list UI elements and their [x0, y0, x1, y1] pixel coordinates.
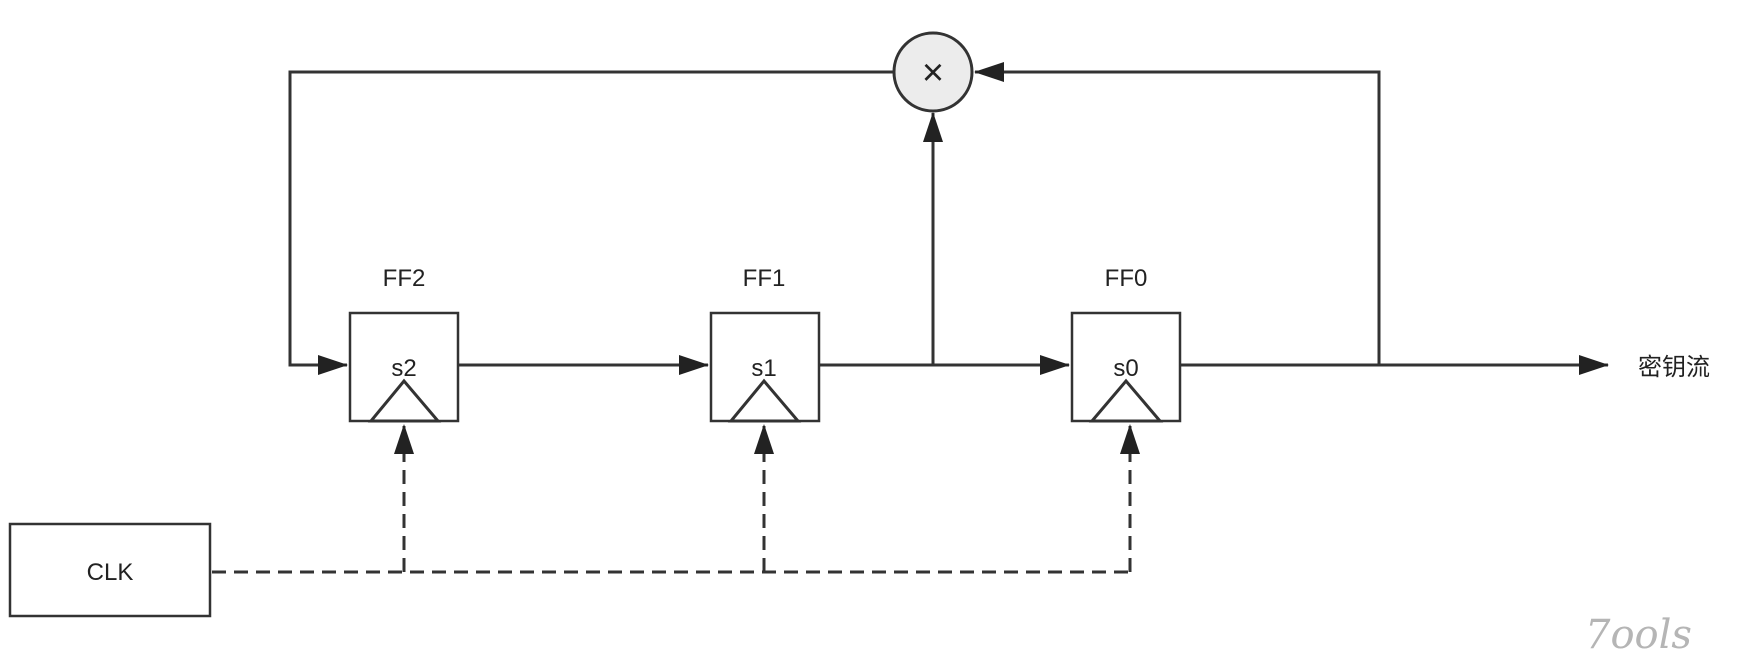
clock-label: CLK: [87, 559, 134, 586]
flipflop-ff0: FF0 s0: [1070, 265, 1182, 423]
ff2-state: s2: [391, 355, 416, 382]
flipflop-ff1: FF1 s1: [709, 265, 821, 423]
ff0-state: s0: [1113, 355, 1138, 382]
watermark-logo: 7ools: [1585, 612, 1692, 658]
ff2-title: FF2: [383, 265, 426, 292]
ff1-clock-triangle: [727, 378, 802, 423]
ff2-clock-triangle: [367, 378, 442, 423]
multiplier-symbol: ×: [922, 52, 944, 94]
multiplier-node: ×: [892, 31, 974, 113]
clock-source: CLK: [8, 522, 212, 618]
flipflop-ff2: FF2 s2: [348, 265, 460, 423]
feedback-wire: [288, 70, 897, 375]
output-label: 密钥流: [1638, 353, 1710, 381]
ff1-state: s1: [751, 355, 776, 382]
ff0-clock-triangle: [1088, 378, 1164, 423]
tap-ff0-to-multiplier: [974, 62, 1381, 365]
ff1-title: FF1: [743, 265, 786, 292]
ff0-title: FF0: [1105, 265, 1148, 292]
